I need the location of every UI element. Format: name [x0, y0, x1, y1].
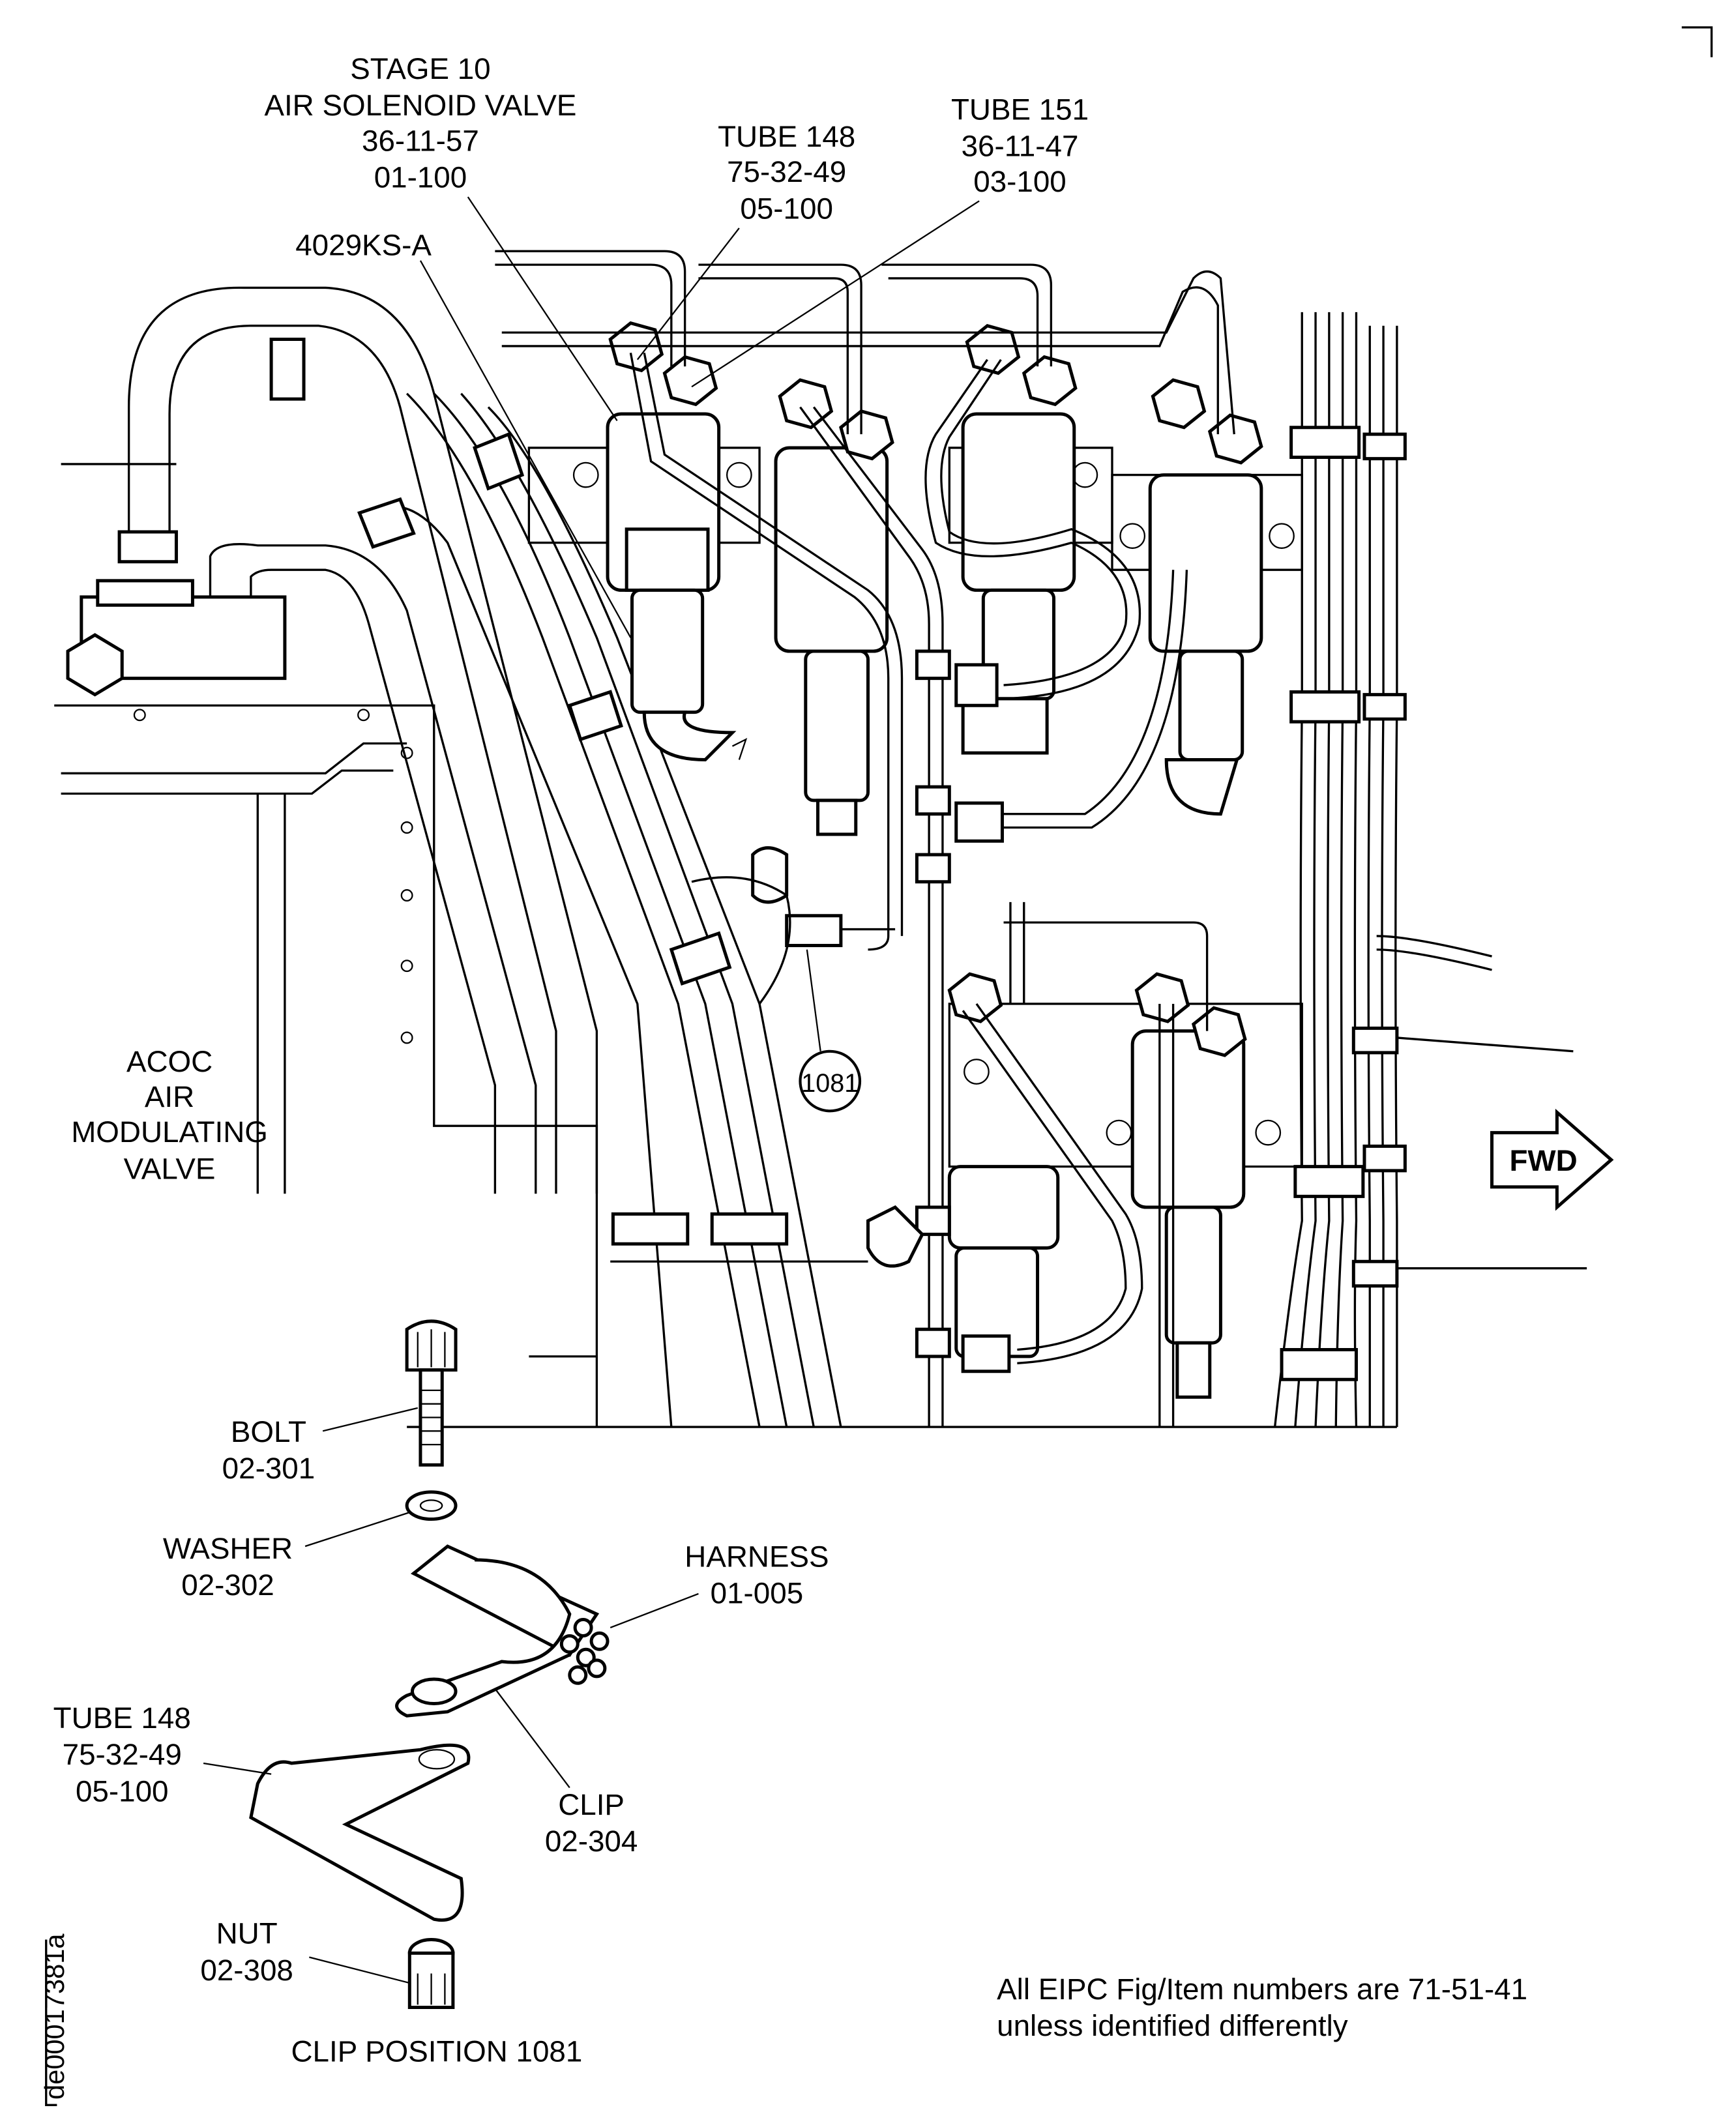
callout-line: 05-100: [76, 1774, 169, 1808]
clip-detail-artwork: [249, 1319, 610, 2010]
drawing-id: de00017381a: [39, 1933, 70, 2100]
callout-line: 36-11-47: [962, 130, 1079, 163]
note-line-2: unless identified differently: [997, 2009, 1348, 2042]
fwd-arrow-icon: [1490, 1108, 1614, 1211]
fwd-label: FWD: [1509, 1144, 1577, 1177]
callout-line: BOLT: [231, 1415, 306, 1448]
callout-line: ACOC: [126, 1045, 213, 1078]
callout-nut: NUT 02-308: [200, 1917, 410, 1987]
callout-tube-151: TUBE 151 36-11-47 03-100: [691, 93, 1089, 388]
callout-tube-148-detail: TUBE 148 75-32-49 05-100: [53, 1701, 272, 1808]
callout-clip: CLIP 02-304: [494, 1688, 638, 1858]
callout-line: CLIP: [558, 1788, 625, 1821]
clip-position-number: 1081: [801, 1069, 859, 1098]
note-line-1: All EIPC Fig/Item numbers are 71-51-41: [997, 1973, 1527, 2006]
detail-title: CLIP POSITION 1081: [291, 2035, 582, 2068]
callout-line: AIR: [145, 1080, 194, 1113]
callout-line: TUBE 148: [718, 120, 855, 153]
callout-line: 02-302: [181, 1568, 274, 1602]
callout-harness: HARNESS 01-005: [610, 1540, 829, 1629]
callout-air-solenoid-valve: STAGE 10 AIR SOLENOID VALVE 36-11-57 01-…: [264, 52, 618, 421]
callout-line: 75-32-49: [727, 155, 846, 188]
callout-line: TUBE 151: [951, 93, 1089, 126]
callout-line: VALVE: [124, 1152, 216, 1185]
callout-line: WASHER: [163, 1532, 293, 1565]
callout-line: HARNESS: [684, 1540, 829, 1573]
callout-line: 75-32-49: [63, 1738, 182, 1771]
callout-line: NUT: [216, 1917, 278, 1950]
callout-line: 36-11-57: [362, 124, 479, 157]
callout-line: 01-100: [374, 161, 467, 194]
callout-line: 03-100: [973, 165, 1067, 198]
callout-line: 4029KS-A: [295, 229, 432, 262]
callout-acoc-valve: ACOC AIR MODULATING VALVE: [71, 1045, 268, 1185]
callout-line: STAGE 10: [350, 52, 490, 85]
callout-line: 02-308: [200, 1954, 293, 1987]
callout-line: 02-301: [222, 1452, 316, 1485]
callout-line: AIR SOLENOID VALVE: [264, 89, 576, 122]
fwd-arrow: FWD: [1490, 1108, 1614, 1211]
callout-line: 05-100: [740, 192, 833, 225]
callout-connector: 4029KS-A: [295, 229, 632, 638]
engine-view-artwork: [54, 250, 1587, 1428]
clip-position-marker: 1081: [799, 949, 862, 1113]
callout-line: 02-304: [545, 1825, 638, 1858]
callout-line: MODULATING: [71, 1115, 268, 1149]
callout-tube-148: TUBE 148 75-32-49 05-100: [636, 120, 855, 360]
callout-line: 01-005: [711, 1577, 804, 1610]
callout-line: TUBE 148: [53, 1701, 191, 1735]
callout-bolt: BOLT 02-301: [222, 1407, 419, 1485]
corner-mark: [1681, 26, 1713, 57]
callout-washer: WASHER 02-302: [163, 1512, 410, 1602]
